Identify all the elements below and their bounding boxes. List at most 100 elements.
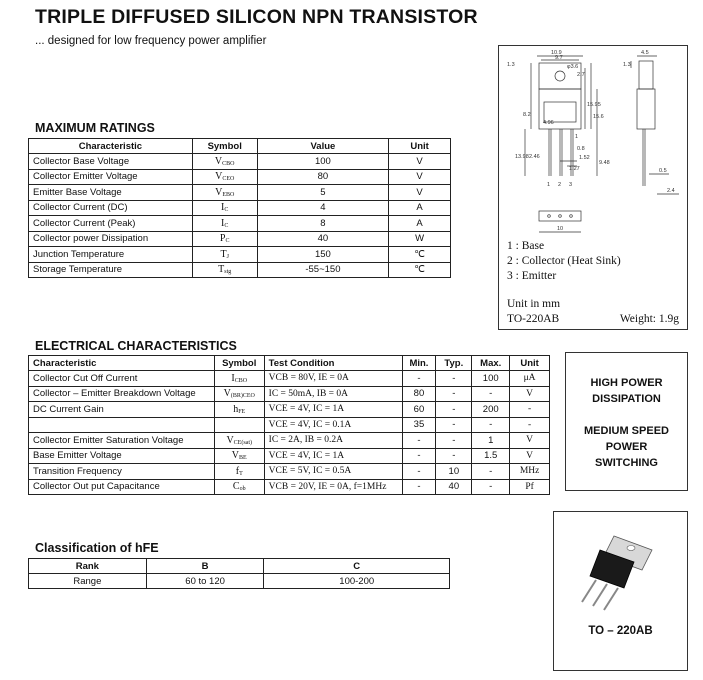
package-outline-drawing xyxy=(524,55,679,233)
column-header: Value xyxy=(256,138,390,154)
column-header: Max. xyxy=(471,355,511,371)
weight-note: Weight: 1.9g xyxy=(619,313,679,325)
range-c: 100-200 xyxy=(263,573,450,589)
characteristic-cell: Collector Emitter Saturation Voltage xyxy=(28,432,215,449)
feature-line: HIGH POWER xyxy=(590,377,663,389)
characteristic-cell: Collector Current (DC) xyxy=(28,199,193,216)
column-header: Unit xyxy=(509,355,550,371)
dim-label: 8.2 xyxy=(523,112,531,118)
symbol-base: I xyxy=(231,372,235,384)
pin-2-label: 2 : Collector (Heat Sink) xyxy=(507,255,621,267)
typ-cell: - xyxy=(435,370,473,387)
symbol-subscript: ob xyxy=(239,486,246,493)
max-cell: - xyxy=(471,385,511,402)
transistor-package-icon xyxy=(581,535,653,611)
symbol-cell: IC xyxy=(191,199,258,216)
dim-label: 1.3 xyxy=(507,62,515,68)
range-b: 60 to 120 xyxy=(145,573,265,589)
symbol-subscript: CBO xyxy=(222,160,235,167)
max-cell: - xyxy=(471,478,511,495)
test-condition-cell: VCE = 4V, IC = 1A xyxy=(263,447,403,464)
unit-cell: Pf xyxy=(509,478,550,495)
classification-table: Rank B C Range 60 to 120 100-200 xyxy=(28,558,450,589)
typ-cell: - xyxy=(435,385,473,402)
column-header: Characteristic xyxy=(28,138,193,154)
unit-cell: W xyxy=(388,230,451,247)
symbol-subscript: FE xyxy=(238,408,246,415)
symbol-cell: IC xyxy=(191,215,258,232)
symbol-cell: fT xyxy=(213,463,265,480)
symbol-subscript: C xyxy=(224,207,229,214)
unit-cell: μA xyxy=(509,370,550,387)
symbol-base: P xyxy=(219,233,226,245)
max-ratings-table: Characteristic Symbol Value Unit Collect… xyxy=(28,138,451,278)
symbol-cell: VCEO xyxy=(191,168,258,185)
page-title: TRIPLE DIFFUSED SILICON NPN TRANSISTOR xyxy=(35,6,478,28)
value-cell: 100 xyxy=(256,153,390,170)
characteristic-cell: Collector Out put Capacitance xyxy=(28,478,215,495)
dim-label: 2 xyxy=(558,182,561,188)
classification-heading: Classification of hFE xyxy=(35,541,159,555)
value-cell: 4 xyxy=(256,199,390,216)
symbol-cell: ICBO xyxy=(213,370,265,387)
symbol-cell xyxy=(213,416,265,433)
electrical-table: Characteristic Symbol Test Condition Min… xyxy=(28,355,550,495)
dim-label: 1.27 xyxy=(569,166,580,172)
max-cell: 1 xyxy=(471,432,511,449)
symbol-base: T xyxy=(220,248,227,260)
max-ratings-heading: MAXIMUM RATINGS xyxy=(35,121,155,135)
symbol-base: T xyxy=(218,264,225,276)
test-condition-cell: VCE = 5V, IC = 0.5A xyxy=(263,463,403,480)
value-cell: 5 xyxy=(256,184,390,201)
feature-line: DISSIPATION xyxy=(592,393,661,405)
symbol-subscript: J xyxy=(226,253,229,260)
symbol-base: V xyxy=(231,450,239,462)
test-condition-cell: IC = 2A, IB = 0.2A xyxy=(263,432,403,449)
value-cell: -55~150 xyxy=(256,261,390,278)
characteristic-cell: Junction Temperature xyxy=(28,246,193,263)
unit-note: Unit in mm xyxy=(507,298,561,310)
dim-label: 1.52 xyxy=(579,155,590,161)
symbol-cell: PC xyxy=(191,230,258,247)
symbol-cell: VCE(sat) xyxy=(213,432,265,449)
max-cell: 1.5 xyxy=(471,447,511,464)
dim-label: 10 xyxy=(557,226,563,232)
characteristic-cell: Collector Cut Off Current xyxy=(28,370,215,387)
characteristic-cell: Storage Temperature xyxy=(28,261,193,278)
characteristic-cell: Base Emitter Voltage xyxy=(28,447,215,464)
characteristic-cell: DC Current Gain xyxy=(28,401,215,418)
table-row: Range 60 to 120 100-200 xyxy=(28,573,450,589)
min-cell: - xyxy=(401,463,437,480)
symbol-cell: VEBO xyxy=(191,184,258,201)
symbol-cell: Cob xyxy=(213,478,265,495)
symbol-subscript: EBO xyxy=(222,191,235,198)
dim-label: 2.7 xyxy=(577,72,585,78)
characteristic-cell: Collector Base Voltage xyxy=(28,153,193,170)
symbol-subscript: CE(sat) xyxy=(233,439,252,446)
value-cell: 80 xyxy=(256,168,390,185)
dim-label: 4.96 xyxy=(543,120,554,126)
symbol-subscript: C xyxy=(225,238,230,245)
symbol-base: I xyxy=(221,217,225,229)
min-cell: - xyxy=(401,432,437,449)
unit-cell: ℃ xyxy=(388,261,451,278)
symbol-subscript: (BR)CEO xyxy=(230,393,255,400)
symbol-subscript: stg xyxy=(224,269,232,276)
unit-cell: V xyxy=(388,184,451,201)
typ-cell: - xyxy=(435,447,473,464)
symbol-cell: VBE xyxy=(213,447,265,464)
dim-label: 1 xyxy=(575,134,578,140)
unit-cell: V xyxy=(509,447,550,464)
dim-label: 3 xyxy=(569,182,572,188)
dim-label: 9.7 xyxy=(555,55,563,61)
symbol-subscript: T xyxy=(239,470,243,477)
column-header: Characteristic xyxy=(28,355,215,371)
typ-cell: - xyxy=(435,432,473,449)
